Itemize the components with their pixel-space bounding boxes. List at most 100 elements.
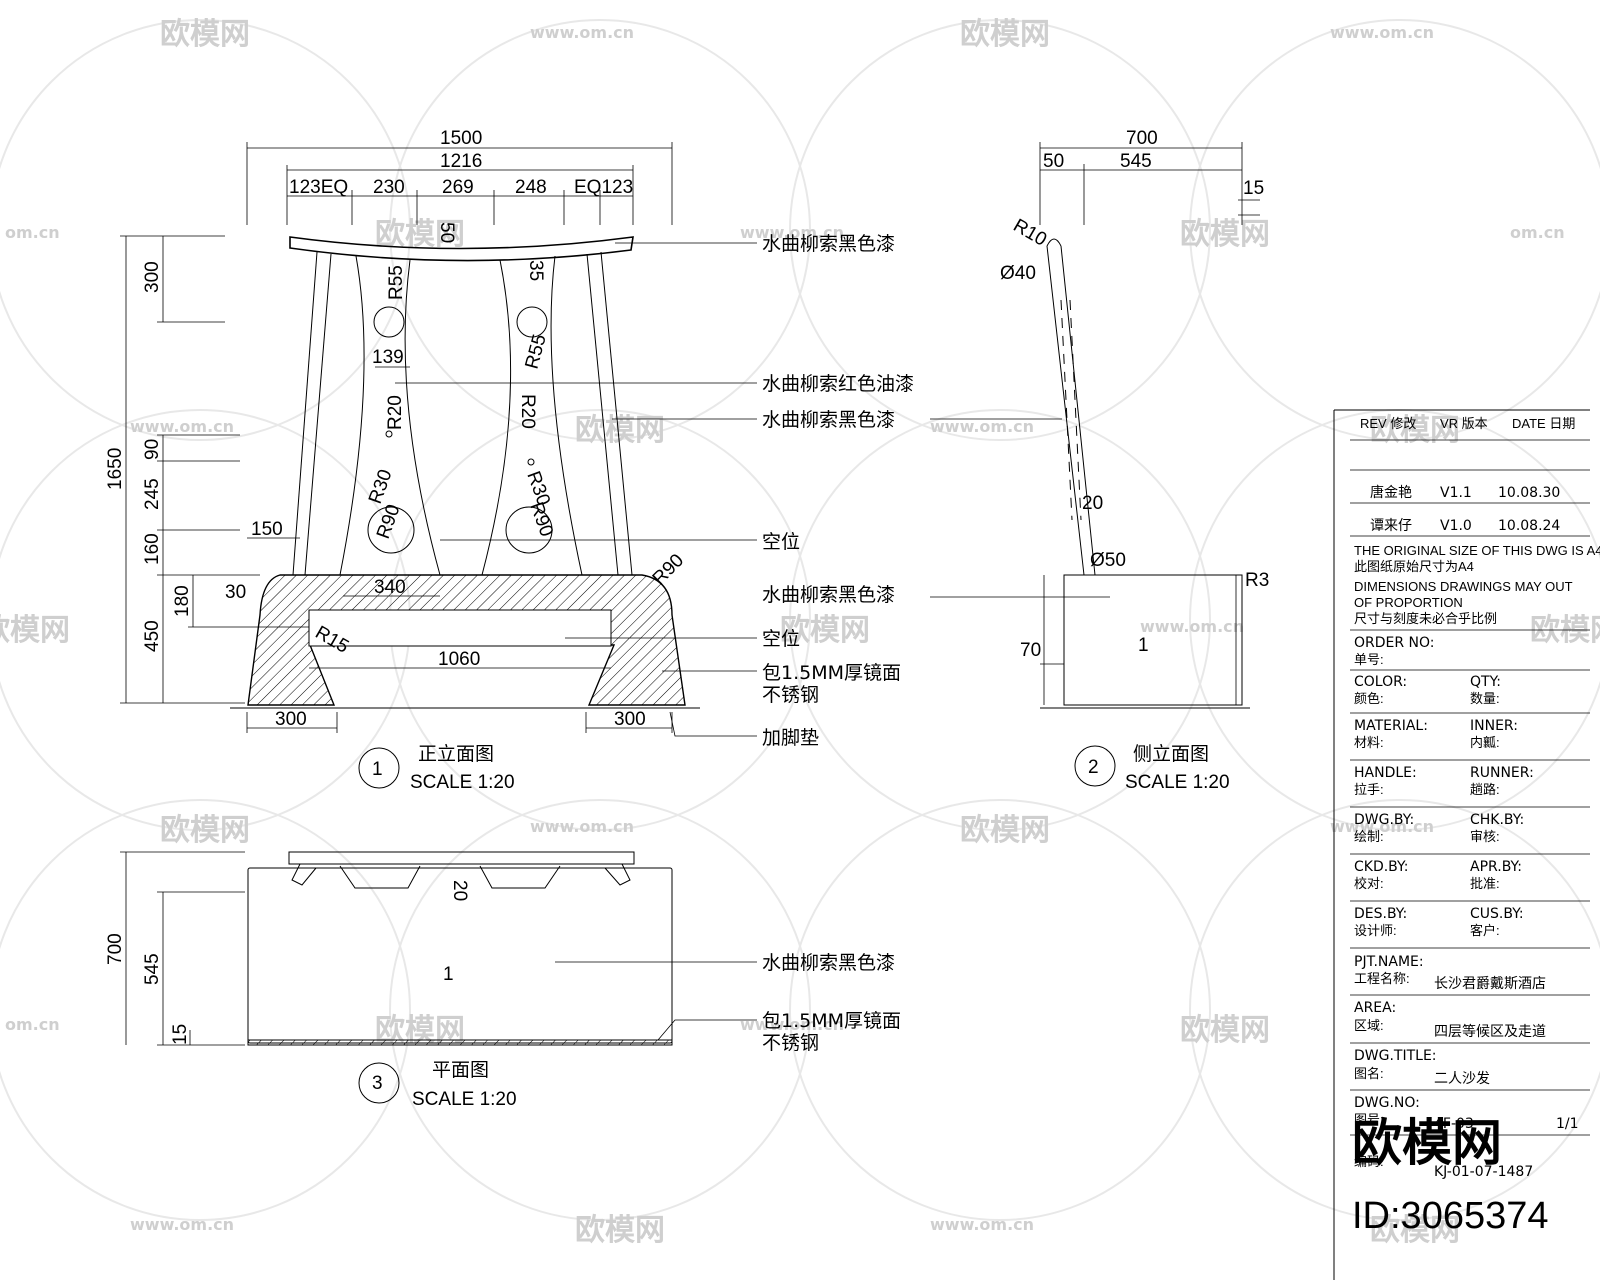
note-black-lacquer-1: 水曲柳索黑色漆: [762, 233, 895, 255]
dim-foot-left: 300: [275, 709, 307, 730]
brand-id: ID:3065374: [1352, 1195, 1549, 1237]
dim-1060: 1060: [438, 649, 480, 670]
side-back-frame: [1046, 238, 1096, 576]
dim-side-700: 700: [1126, 128, 1158, 149]
dim-eq123: EQ123: [574, 177, 633, 198]
view-3-title: 平面图: [432, 1059, 489, 1081]
tb-apr-by-cn: 批准:: [1470, 876, 1500, 891]
watermark-url: www.om.cn: [530, 817, 634, 836]
tb-inner-cn: 内瓤:: [1470, 735, 1500, 750]
tb-note-1: THE ORIGINAL SIZE OF THIS DWG IS A4: [1354, 543, 1600, 558]
tb-dwg-title-cn: 图名:: [1354, 1066, 1384, 1081]
tb-ckd-by-cn: 校对:: [1354, 876, 1384, 891]
dim-30: 30: [225, 582, 246, 603]
tb-dwg-title: DWG.TITLE:: [1354, 1048, 1437, 1064]
dim-1650: 1650: [105, 448, 126, 490]
watermark-url: www.om.cn: [1140, 617, 1244, 636]
tb-runner: RUNNER:: [1470, 765, 1534, 781]
watermark-logo: 欧模网: [1180, 1013, 1270, 1048]
tb-header-rev: REV 修改: [1360, 416, 1416, 431]
note-black-lacquer-3: 水曲柳索黑色漆: [762, 584, 895, 606]
dim-r20-left: R20: [385, 395, 406, 430]
tb-vr-1: V1.1: [1440, 485, 1472, 501]
tb-dwg-no: DWG.NO:: [1354, 1095, 1420, 1111]
watermark-logo: 欧模网: [780, 613, 870, 648]
dim-180: 180: [172, 585, 193, 617]
note-black-lacquer-2: 水曲柳索黑色漆: [762, 409, 895, 431]
tb-dwg-by: DWG.BY:: [1354, 812, 1414, 828]
dim-r20-right: R20: [517, 394, 538, 429]
dim-r55-right: R55: [522, 332, 551, 371]
note-void-1: 空位: [762, 531, 800, 553]
front-notes: 水曲柳索黑色漆 水曲柳索红色油漆 水曲柳索黑色漆 空位 水曲柳索黑色漆 空位 包…: [395, 233, 1110, 749]
note-foot-pad: 加脚垫: [762, 727, 819, 749]
front-elevation: 1500 1216 123EQ 230 269 248 EQ123 1650: [105, 128, 1110, 793]
plan-note-black-lacquer: 水曲柳索黑色漆: [762, 952, 895, 974]
tb-rev-1: 唐金艳: [1370, 484, 1412, 501]
tb-header-vr: VR 版本: [1440, 416, 1488, 431]
dim-foot-right: 300: [614, 709, 646, 730]
tb-rev-2: 谭来仔: [1370, 518, 1412, 534]
tb-dwg-title-value: 二人沙发: [1434, 1071, 1490, 1087]
dim-d40: Ø40: [1000, 263, 1036, 284]
tb-pjt-value: 长沙君爵戴斯酒店: [1434, 976, 1546, 992]
note-mirror-steel-a: 包1.5MM厚镜面: [762, 662, 901, 684]
watermark-logo: 欧模网: [1180, 217, 1270, 252]
tb-apr-by: APR.BY:: [1470, 859, 1522, 875]
front-left-dimensions: 1650 300 90 245 160 450 180 150 30: [105, 235, 310, 704]
dim-450: 450: [142, 620, 163, 652]
dim-139: 139: [372, 347, 404, 368]
tb-handle-cn: 拉手:: [1354, 782, 1384, 797]
watermark-logo: 欧模网: [1370, 413, 1460, 448]
watermark-logo: 欧模网: [160, 813, 250, 848]
tb-inner: INNER:: [1470, 718, 1518, 734]
tb-dwg-no-value: 4F-03: [1434, 1116, 1474, 1132]
tb-area-value: 四层等候区及走道: [1434, 1023, 1546, 1040]
tb-cus-by-cn: 客户:: [1470, 923, 1500, 938]
tb-cus-by: CUS.BY:: [1470, 906, 1524, 922]
dim-300: 300: [142, 261, 163, 293]
note-red-lacquer: 水曲柳索红色油漆: [762, 373, 914, 395]
title-block: REV 修改 VR 版本 DATE 日期 唐金艳 V1.1 10.08.30 谭…: [1333, 409, 1600, 1280]
view-1-number: 1: [372, 759, 383, 780]
dim-plan-20: 20: [449, 880, 470, 901]
dim-340: 340: [374, 577, 406, 598]
watermark-url: www.om.cn: [930, 417, 1034, 436]
view-2-title: 侧立面图: [1133, 743, 1209, 765]
seat-back-top-rail: [289, 236, 634, 262]
watermark-url: www.om.cn: [1330, 817, 1434, 836]
brand-overlay: 欧模网 ID:3065374: [1352, 1114, 1549, 1237]
watermarks: 欧模网 www.om.cn 欧模网 www.om.cn om.cn 欧模网 ww…: [0, 17, 1600, 1248]
brand-logo: 欧模网: [1352, 1114, 1502, 1172]
view-number-circle: [358, 747, 400, 789]
dim-side-545: 545: [1120, 151, 1152, 172]
watermark-logo: 欧模网: [960, 17, 1050, 52]
view-number-circle: [358, 1062, 400, 1104]
tb-dwg-no-cn: 图号:: [1354, 1112, 1384, 1127]
watermark-url: om.cn: [1510, 223, 1565, 242]
tb-handle: HANDLE:: [1354, 765, 1417, 781]
tb-sheet: 1/1: [1556, 1116, 1579, 1132]
view-1-scale: SCALE 1:20: [410, 772, 515, 793]
plan-note-mirror-a: 包1.5MM厚镜面: [762, 1010, 901, 1032]
tb-date-2: 10.08.24: [1498, 518, 1560, 534]
tb-ckd-by: CKD.BY:: [1354, 859, 1408, 875]
dim-1216: 1216: [440, 151, 482, 172]
view-1-title: 正立面图: [418, 743, 494, 765]
tb-code-value: KJ-01-07-1487: [1434, 1164, 1533, 1180]
tb-note-3-cn: 尺寸与刻度未必合乎比例: [1354, 611, 1497, 626]
plan-back-rail: [288, 851, 635, 865]
tb-qty-cn: 数量:: [1470, 691, 1500, 706]
tb-color-cn: 颜色:: [1354, 691, 1384, 706]
watermark-url: www.om.cn: [1330, 23, 1434, 42]
tb-pjt-name-cn: 工程名称:: [1354, 971, 1410, 986]
watermark-logo: 欧模网: [960, 813, 1050, 848]
tb-area: AREA:: [1354, 1000, 1396, 1016]
dim-side-15: 15: [1243, 178, 1264, 199]
side-mark: 1: [1138, 635, 1149, 656]
tb-color: COLOR:: [1354, 674, 1407, 690]
tb-material: MATERIAL:: [1354, 718, 1428, 734]
dim-plan-15: 15: [170, 1024, 191, 1045]
view-3-scale: SCALE 1:20: [412, 1089, 517, 1110]
watermark-logo: 欧模网: [575, 413, 665, 448]
